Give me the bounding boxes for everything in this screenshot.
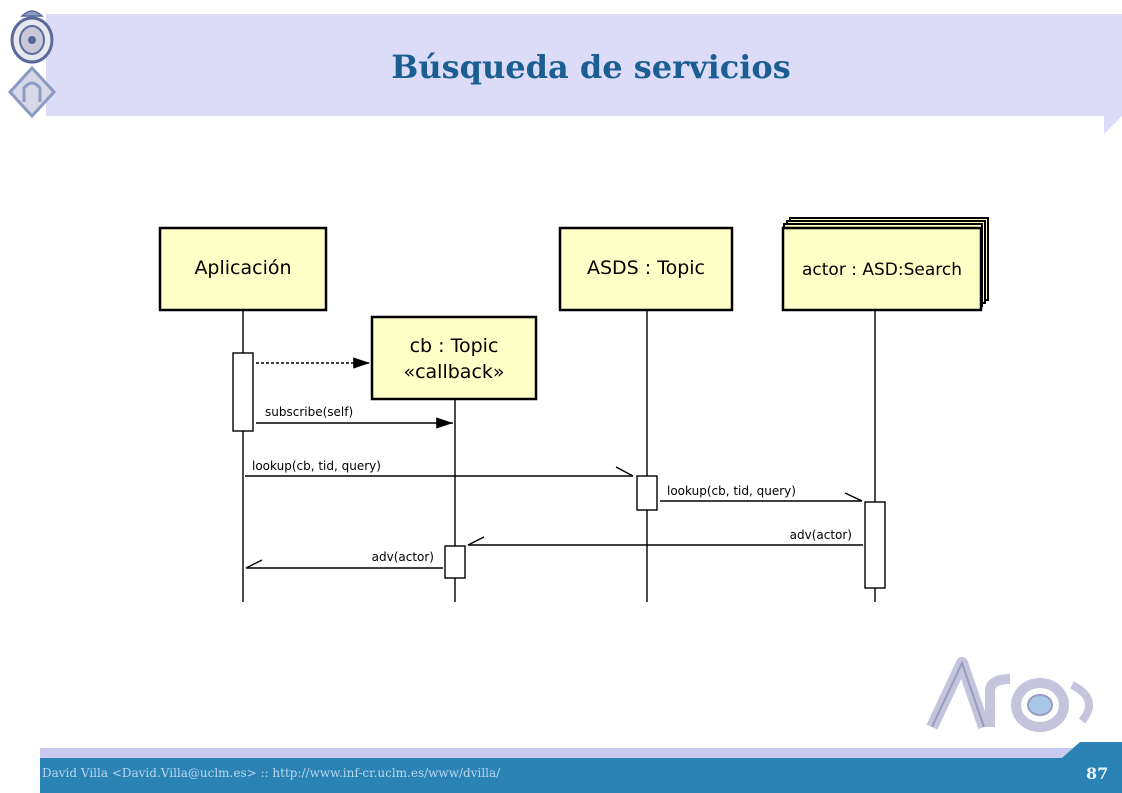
message-adv-1-label: adv(actor): [790, 528, 852, 542]
sequence-diagram: Aplicación cb : Topic «callback» ASDS : …: [158, 217, 989, 602]
message-adv-1-arrowhead: [467, 536, 485, 546]
object-cb-label-1: cb : Topic: [410, 335, 499, 357]
message-adv-2-arrowhead: [245, 559, 263, 569]
footer-tab: [1062, 742, 1122, 758]
message-lookup-1-label: lookup(cb, tid, query): [252, 459, 381, 473]
object-cb-label-2: «callback»: [403, 361, 504, 383]
university-logo: [7, 10, 57, 119]
header-corner: [1104, 116, 1122, 134]
page-number: 87: [1086, 764, 1109, 783]
message-lookup-2-label: lookup(cb, tid, query): [667, 484, 796, 498]
header-band: [46, 14, 1122, 116]
castle-logo-icon: [7, 65, 57, 119]
activation-actor: [864, 501, 886, 589]
university-crest-icon: [10, 10, 54, 64]
object-asds-label: ASDS : Topic: [587, 257, 705, 279]
object-aplicacion-label: Aplicación: [194, 257, 291, 279]
object-actor-search: actor : ASD:Search: [781, 217, 989, 312]
activation-cb: [444, 545, 466, 579]
object-aplicacion: Aplicación: [158, 226, 328, 312]
message-lookup-1-arrowhead: [615, 466, 634, 477]
footer-bar: [40, 758, 1122, 793]
object-actor-label: actor : ASD:Search: [802, 260, 962, 280]
message-lookup-2-arrowhead: [844, 492, 863, 502]
page-title: Búsqueda de servicios: [391, 48, 791, 86]
footer-author: David Villa <David.Villa@uclm.es> :: htt…: [42, 766, 501, 780]
object-cb-topic: cb : Topic «callback»: [370, 315, 538, 401]
arco-logo-icon: [926, 657, 1094, 732]
object-asds-topic: ASDS : Topic: [558, 226, 734, 312]
message-subscribe-label: subscribe(self): [265, 405, 353, 419]
footer-stripe: [40, 748, 1122, 758]
message-adv-2-label: adv(actor): [372, 550, 434, 564]
activation-app: [232, 352, 254, 432]
activation-asds: [636, 475, 658, 511]
